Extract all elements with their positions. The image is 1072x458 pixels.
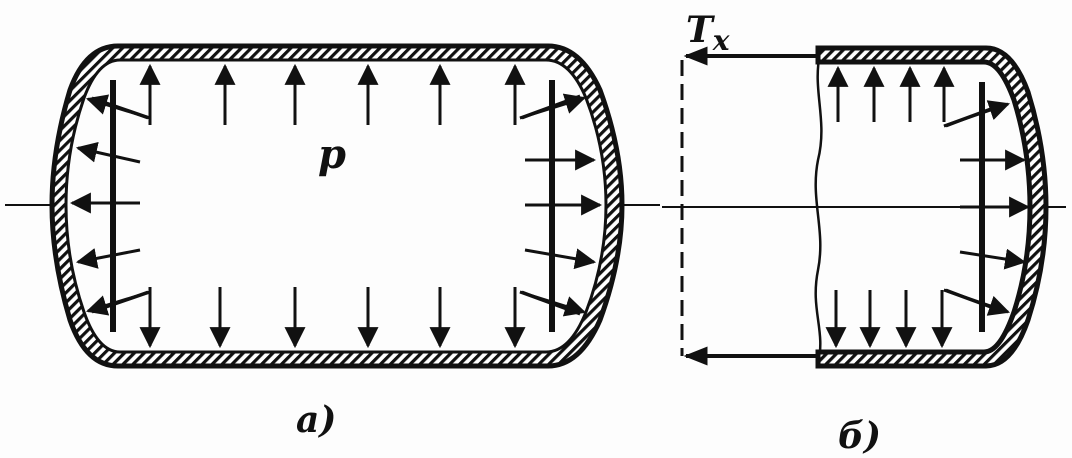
pressure-arrows-top-b (827, 65, 955, 122)
vessel-cavity-a (64, 58, 608, 354)
pressure-label: p (318, 131, 346, 178)
pressure-arrow (75, 248, 141, 269)
caption-a: a) (296, 399, 336, 441)
pressure-arrows-bottom-b (825, 290, 953, 349)
pressure-arrows-right-a (519, 93, 603, 317)
pressure-arrow (524, 248, 597, 270)
caption-b: б) (838, 415, 881, 457)
force-label-subscript: x (712, 24, 730, 57)
pressure-arrows-top-a (139, 63, 526, 125)
vessel-a: p (5, 43, 660, 369)
force-label: Tx (686, 9, 730, 57)
vessel-b: Tx (662, 9, 1066, 369)
pressure-arrow (943, 288, 1010, 316)
pressure-arrow (85, 94, 151, 120)
pressure-arrow (75, 141, 141, 164)
force-label-main: T (686, 9, 715, 51)
pressure-arrow (519, 290, 587, 317)
pressure-arrows-right-b (943, 100, 1031, 316)
pressure-arrow (943, 100, 1010, 128)
pressure-arrows-left-a (69, 94, 151, 316)
wavy-cut-edge (814, 53, 823, 365)
pressure-arrow (959, 248, 1027, 270)
pressure-arrow (85, 290, 151, 316)
pressure-arrow (519, 93, 587, 120)
pressure-arrows-bottom-a (139, 287, 526, 349)
tension-arrows (683, 46, 818, 366)
vessel-wall-b (815, 45, 1049, 369)
